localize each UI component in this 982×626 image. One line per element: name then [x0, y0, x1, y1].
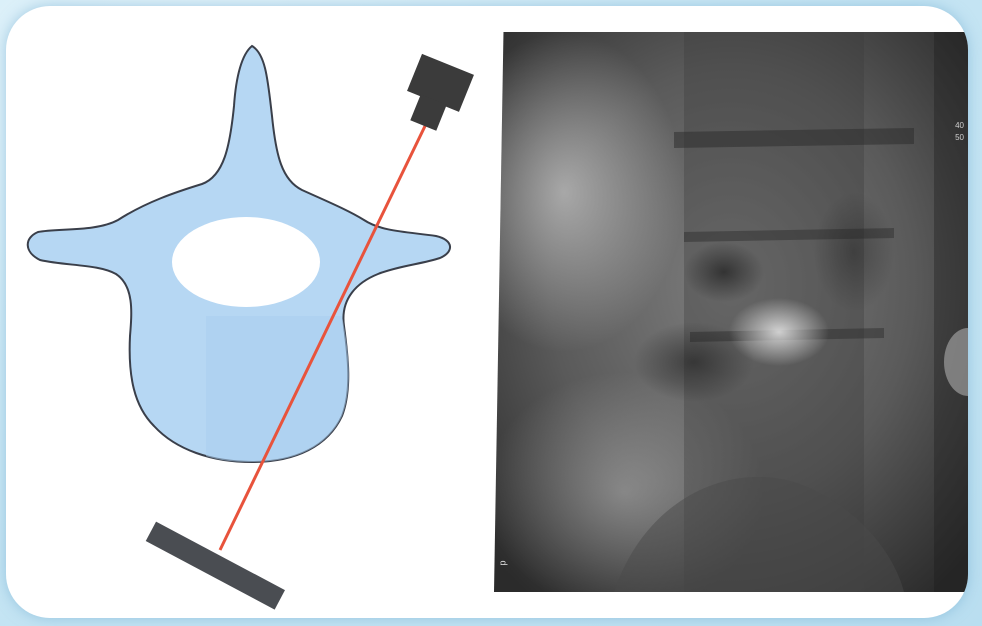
- vertebra-shading: [206, 316, 349, 462]
- xray-marker-1: 40: [946, 120, 966, 132]
- xray-render: [494, 32, 968, 592]
- xray-marker-2: 50: [946, 132, 966, 144]
- xray-image: 40 50 p: [494, 32, 968, 592]
- xray-source-icon: [397, 54, 474, 136]
- vertebra-icon: [28, 46, 450, 462]
- xray-detector-icon: [146, 522, 285, 610]
- spinal-canal: [172, 217, 320, 307]
- xray-scale-markers: 40 50: [946, 120, 966, 180]
- vertebra-diagram: [6, 6, 496, 618]
- xray-corner-label: p: [498, 560, 508, 565]
- figure-card: 40 50 p: [6, 6, 968, 618]
